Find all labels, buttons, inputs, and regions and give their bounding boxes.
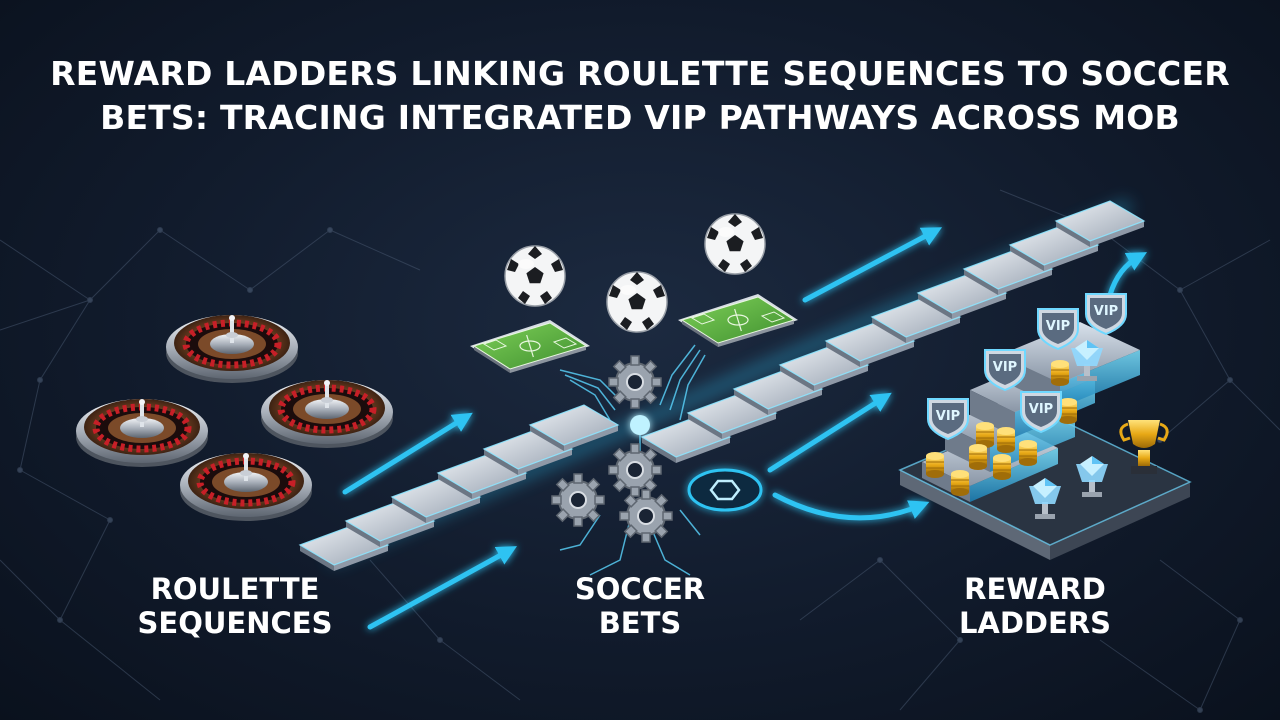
hub-icon: [687, 468, 763, 512]
title-line-1: REWARD LADDERS LINKING ROULETTE SEQUENCE…: [50, 54, 1230, 93]
reward-label-line-2: LADDERS: [958, 606, 1112, 640]
title-line-2: BETS: TRACING INTEGRATED VIP PATHWAYS AC…: [100, 98, 1180, 137]
page-title: REWARD LADDERS LINKING ROULETTE SEQUENCE…: [0, 52, 1280, 140]
glow-node: [630, 415, 650, 435]
roulette-label-line-1: ROULETTE: [150, 572, 320, 606]
gold-trophy-icon: [1119, 420, 1169, 474]
svg-text:VIP: VIP: [936, 409, 960, 424]
svg-text:VIP: VIP: [1029, 402, 1053, 417]
reward-label-line-1: REWARD: [964, 572, 1106, 606]
vip-badge: VIP VIP VIP VIP VIP: [927, 293, 1127, 440]
arrow-icon: [342, 227, 1148, 630]
svg-text:VIP: VIP: [1046, 319, 1070, 334]
svg-text:VIP: VIP: [1094, 304, 1118, 319]
roulette-sequences-label: ROULETTE SEQUENCES: [110, 572, 360, 640]
circuit-lines: [559, 344, 706, 576]
roulette-label-line-2: SEQUENCES: [137, 606, 333, 640]
svg-text:VIP: VIP: [993, 360, 1017, 375]
soccer-bets-label: SOCCER BETS: [545, 572, 735, 640]
reward-ladders-label: REWARD LADDERS: [935, 572, 1135, 640]
soccer-label-line-1: SOCCER: [574, 572, 706, 606]
soccer-label-line-2: BETS: [598, 606, 682, 640]
